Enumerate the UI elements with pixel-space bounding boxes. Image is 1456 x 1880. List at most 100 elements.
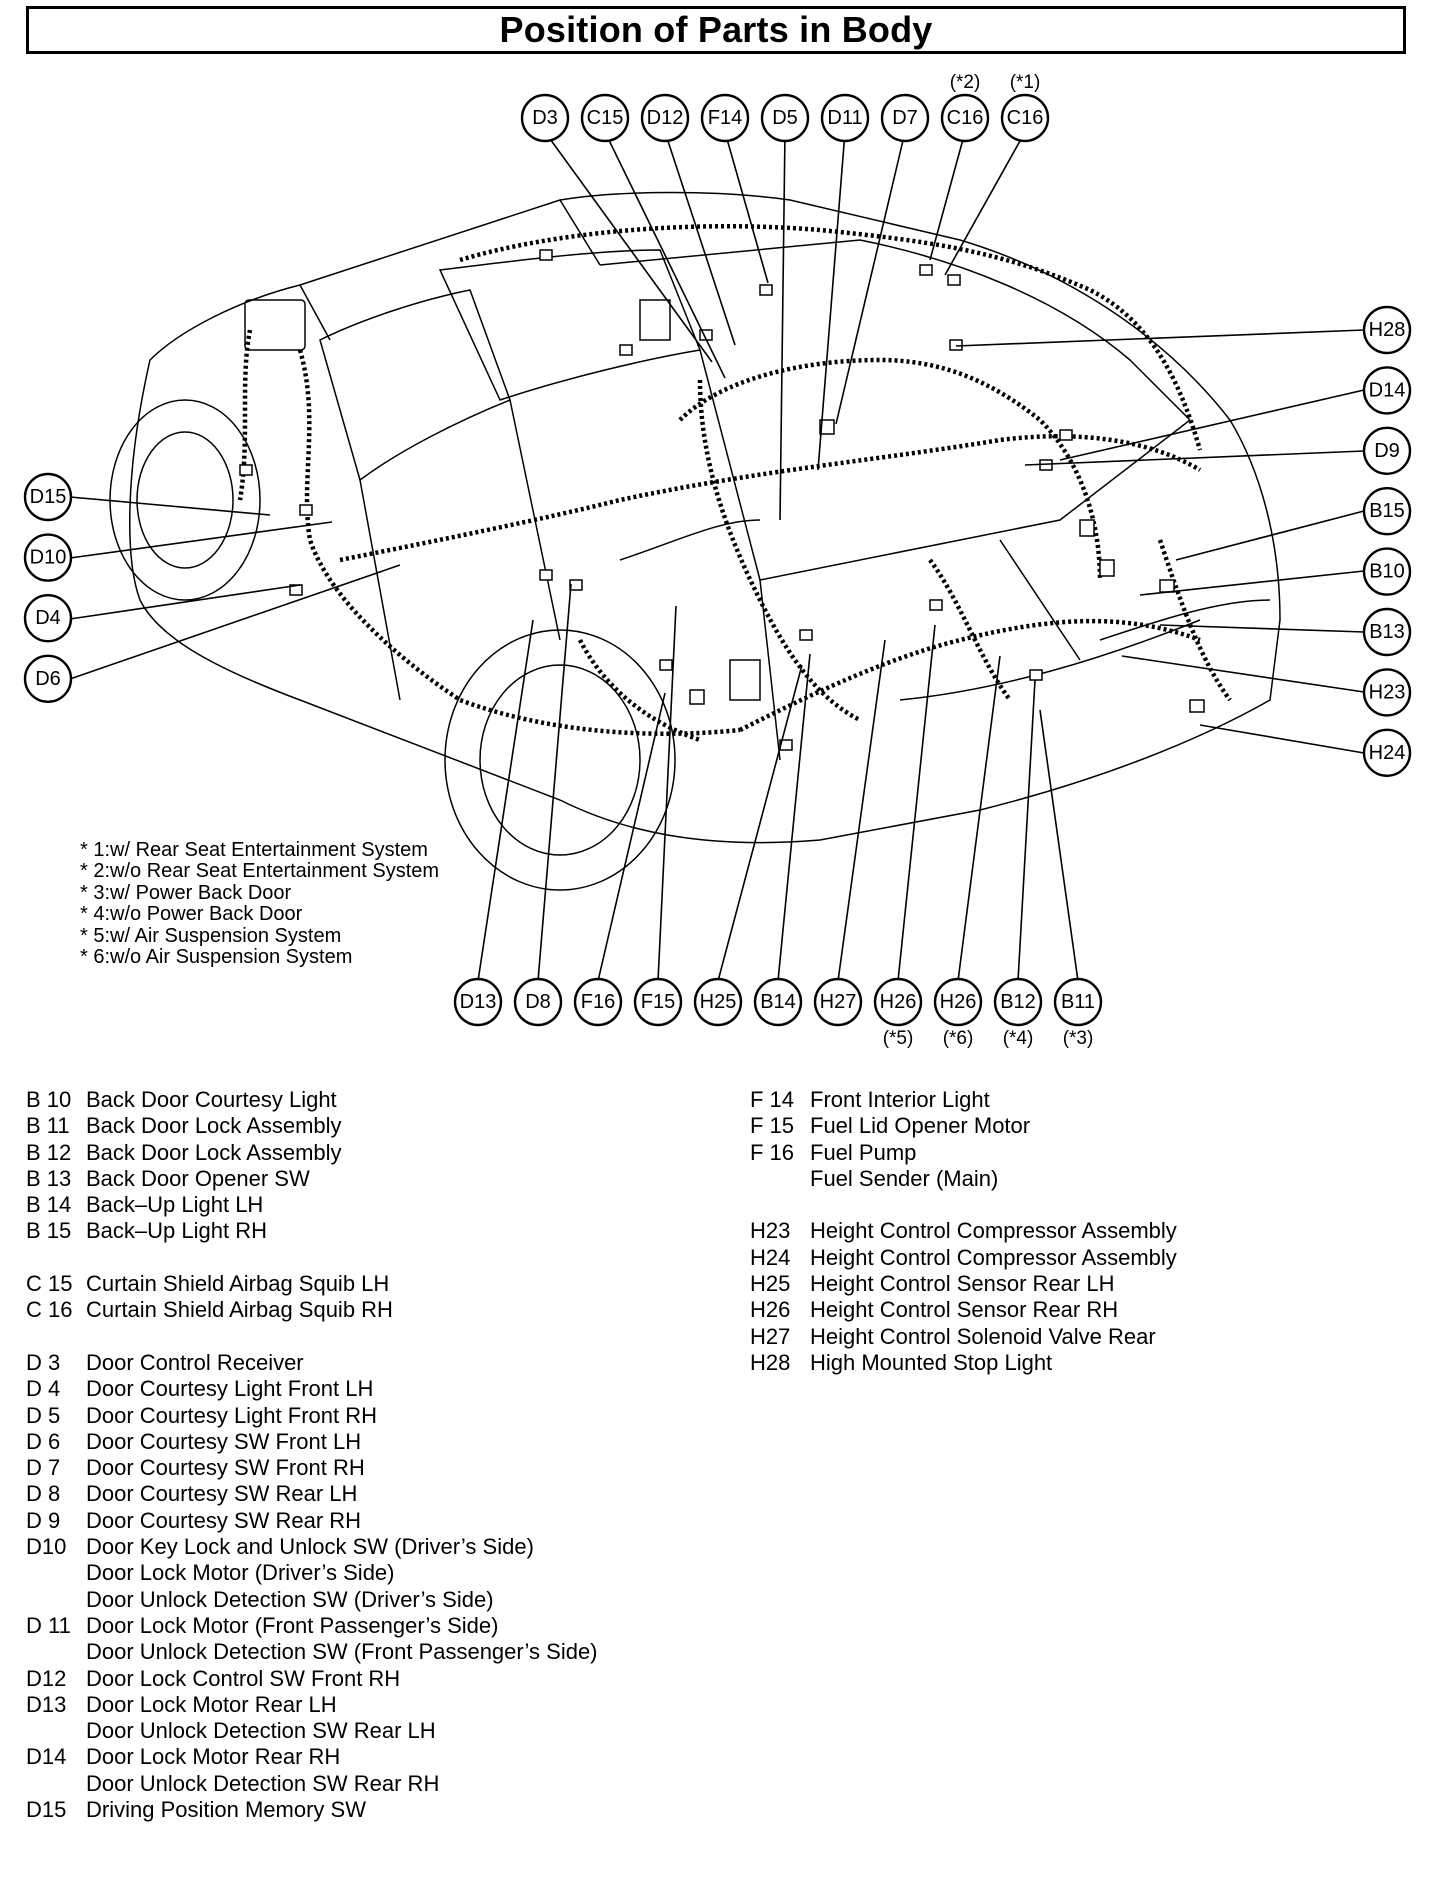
- part-code: D13: [26, 1691, 67, 1717]
- part-code: F 15: [750, 1113, 795, 1139]
- callout-b11: B11(*3): [1053, 977, 1103, 1049]
- callout-f16: F16: [573, 977, 623, 1027]
- part-code: H25: [750, 1271, 791, 1297]
- part-name: Back Door Lock Assembly: [86, 1113, 342, 1139]
- callout-code: F16: [581, 991, 615, 1013]
- footnote-line: * 3:w/ Power Back Door: [80, 881, 292, 904]
- part-name: Door Courtesy SW Front RH: [86, 1455, 365, 1481]
- part-code: D 4: [26, 1376, 61, 1402]
- part-code: H26: [750, 1297, 791, 1323]
- callout-h23: H23: [1362, 668, 1412, 717]
- part-name: Door Lock Motor Rear LH: [86, 1691, 337, 1717]
- part-name: High Mounted Stop Light: [810, 1349, 1053, 1375]
- callout-code: D4: [35, 607, 61, 629]
- part-name: Door Lock Motor (Driver’s Side): [86, 1560, 395, 1586]
- part-code: H27: [750, 1323, 791, 1349]
- callout-circle: [813, 977, 863, 1027]
- callout-circle: [753, 977, 803, 1027]
- callout-b14: B14: [753, 977, 803, 1027]
- part-code: D 6: [26, 1428, 61, 1454]
- callout-leader-lines: [69, 131, 1365, 982]
- part-name: Back–Up Light RH: [86, 1218, 267, 1244]
- callout-d12: D12: [640, 93, 690, 143]
- callout-circle: [1362, 366, 1412, 415]
- callout-d11: D11: [820, 93, 870, 143]
- callout-code: D10: [30, 547, 67, 569]
- callout-circle: [633, 977, 683, 1027]
- callout-code: D8: [525, 991, 551, 1013]
- callout-d10: D10: [23, 533, 73, 582]
- callout-code: B14: [760, 991, 796, 1013]
- callout-d6: D6: [23, 654, 73, 703]
- part-name: Driving Position Memory SW: [86, 1797, 366, 1823]
- part-code: B 10: [26, 1087, 72, 1112]
- part-code: D 9: [26, 1507, 61, 1533]
- part-code: B 13: [26, 1165, 72, 1191]
- callout-circle: [573, 977, 623, 1027]
- callout-d14: D14: [1362, 366, 1412, 415]
- callout-d9: D9: [1362, 426, 1412, 475]
- part-code: D 3: [26, 1349, 61, 1375]
- callout-circle: [760, 93, 810, 143]
- footnote-line: * 2:w/o Rear Seat Entertainment System: [80, 860, 440, 883]
- callout-h24: H24: [1362, 728, 1412, 777]
- callout-d13: D13: [453, 977, 503, 1027]
- callout-f15: F15: [633, 977, 683, 1027]
- part-name: Door Lock Motor Rear RH: [86, 1744, 341, 1770]
- callout-circle: [520, 93, 570, 143]
- callout-code: D14: [1369, 379, 1406, 401]
- footnote-line: * 6:w/o Air Suspension System: [80, 946, 353, 968]
- part-code: B 14: [26, 1192, 72, 1218]
- part-name: Height Control Sensor Rear LH: [810, 1271, 1115, 1297]
- callout-circle: [640, 93, 690, 143]
- part-name: Fuel Pump: [810, 1139, 917, 1165]
- callout-circle: [1362, 487, 1412, 536]
- callout-circle: [1362, 728, 1412, 777]
- part-name: Door Key Lock and Unlock SW (Driver’s Si…: [86, 1534, 534, 1560]
- callout-circle: [1000, 93, 1050, 143]
- part-code: B 11: [26, 1113, 70, 1139]
- callout-code: D6: [35, 668, 61, 690]
- callout-code: B10: [1369, 561, 1405, 583]
- callout-circle: [1362, 547, 1412, 596]
- callout-b15: B15: [1362, 487, 1412, 536]
- part-name: Height Control Sensor Rear RH: [810, 1297, 1119, 1323]
- part-name: Height Control Solenoid Valve Rear: [810, 1323, 1156, 1349]
- part-code: F 14: [750, 1087, 795, 1112]
- callout-code: C16: [947, 107, 984, 129]
- part-name: Back Door Courtesy Light: [86, 1087, 337, 1112]
- part-name: Back Door Lock Assembly: [86, 1139, 342, 1165]
- part-code: F 16: [750, 1139, 795, 1165]
- part-code: D15: [26, 1797, 67, 1823]
- callout-code: H27: [820, 991, 857, 1013]
- part-name: Front Interior Light: [810, 1087, 990, 1112]
- callout-code: F15: [641, 991, 675, 1013]
- callout-code: D5: [772, 107, 798, 129]
- callout-code: B12: [1000, 991, 1036, 1013]
- part-name: Back–Up Light LH: [86, 1192, 264, 1218]
- callout-h27: H27: [813, 977, 863, 1027]
- part-code: D 7: [26, 1455, 61, 1481]
- callout-code: D15: [30, 486, 67, 508]
- part-name: Fuel Sender (Main): [810, 1165, 999, 1191]
- callout-h26: H26(*6): [933, 977, 983, 1049]
- part-name: Curtain Shield Airbag Squib RH: [86, 1297, 393, 1323]
- connector-markers: [239, 249, 1205, 751]
- callout-code: D7: [892, 107, 918, 129]
- callout-d5: D5: [760, 93, 810, 143]
- callout-circle: [1362, 668, 1412, 717]
- part-code: D 5: [26, 1402, 61, 1428]
- callout-circle: [933, 977, 983, 1027]
- callout-circle: [23, 472, 73, 522]
- part-code: B 12: [26, 1139, 72, 1165]
- wire-harness-illustration: [237, 224, 1232, 743]
- callout-note: (*5): [883, 1028, 914, 1049]
- callout-b12: B12(*4): [993, 977, 1043, 1049]
- callout-h25: H25: [693, 977, 743, 1027]
- part-name: Height Control Compressor Assembly: [810, 1244, 1177, 1270]
- callout-circle: [513, 977, 563, 1027]
- callout-code: H26: [940, 991, 977, 1013]
- part-name: Fuel Lid Opener Motor: [810, 1113, 1031, 1139]
- callout-d7: D7: [880, 93, 930, 143]
